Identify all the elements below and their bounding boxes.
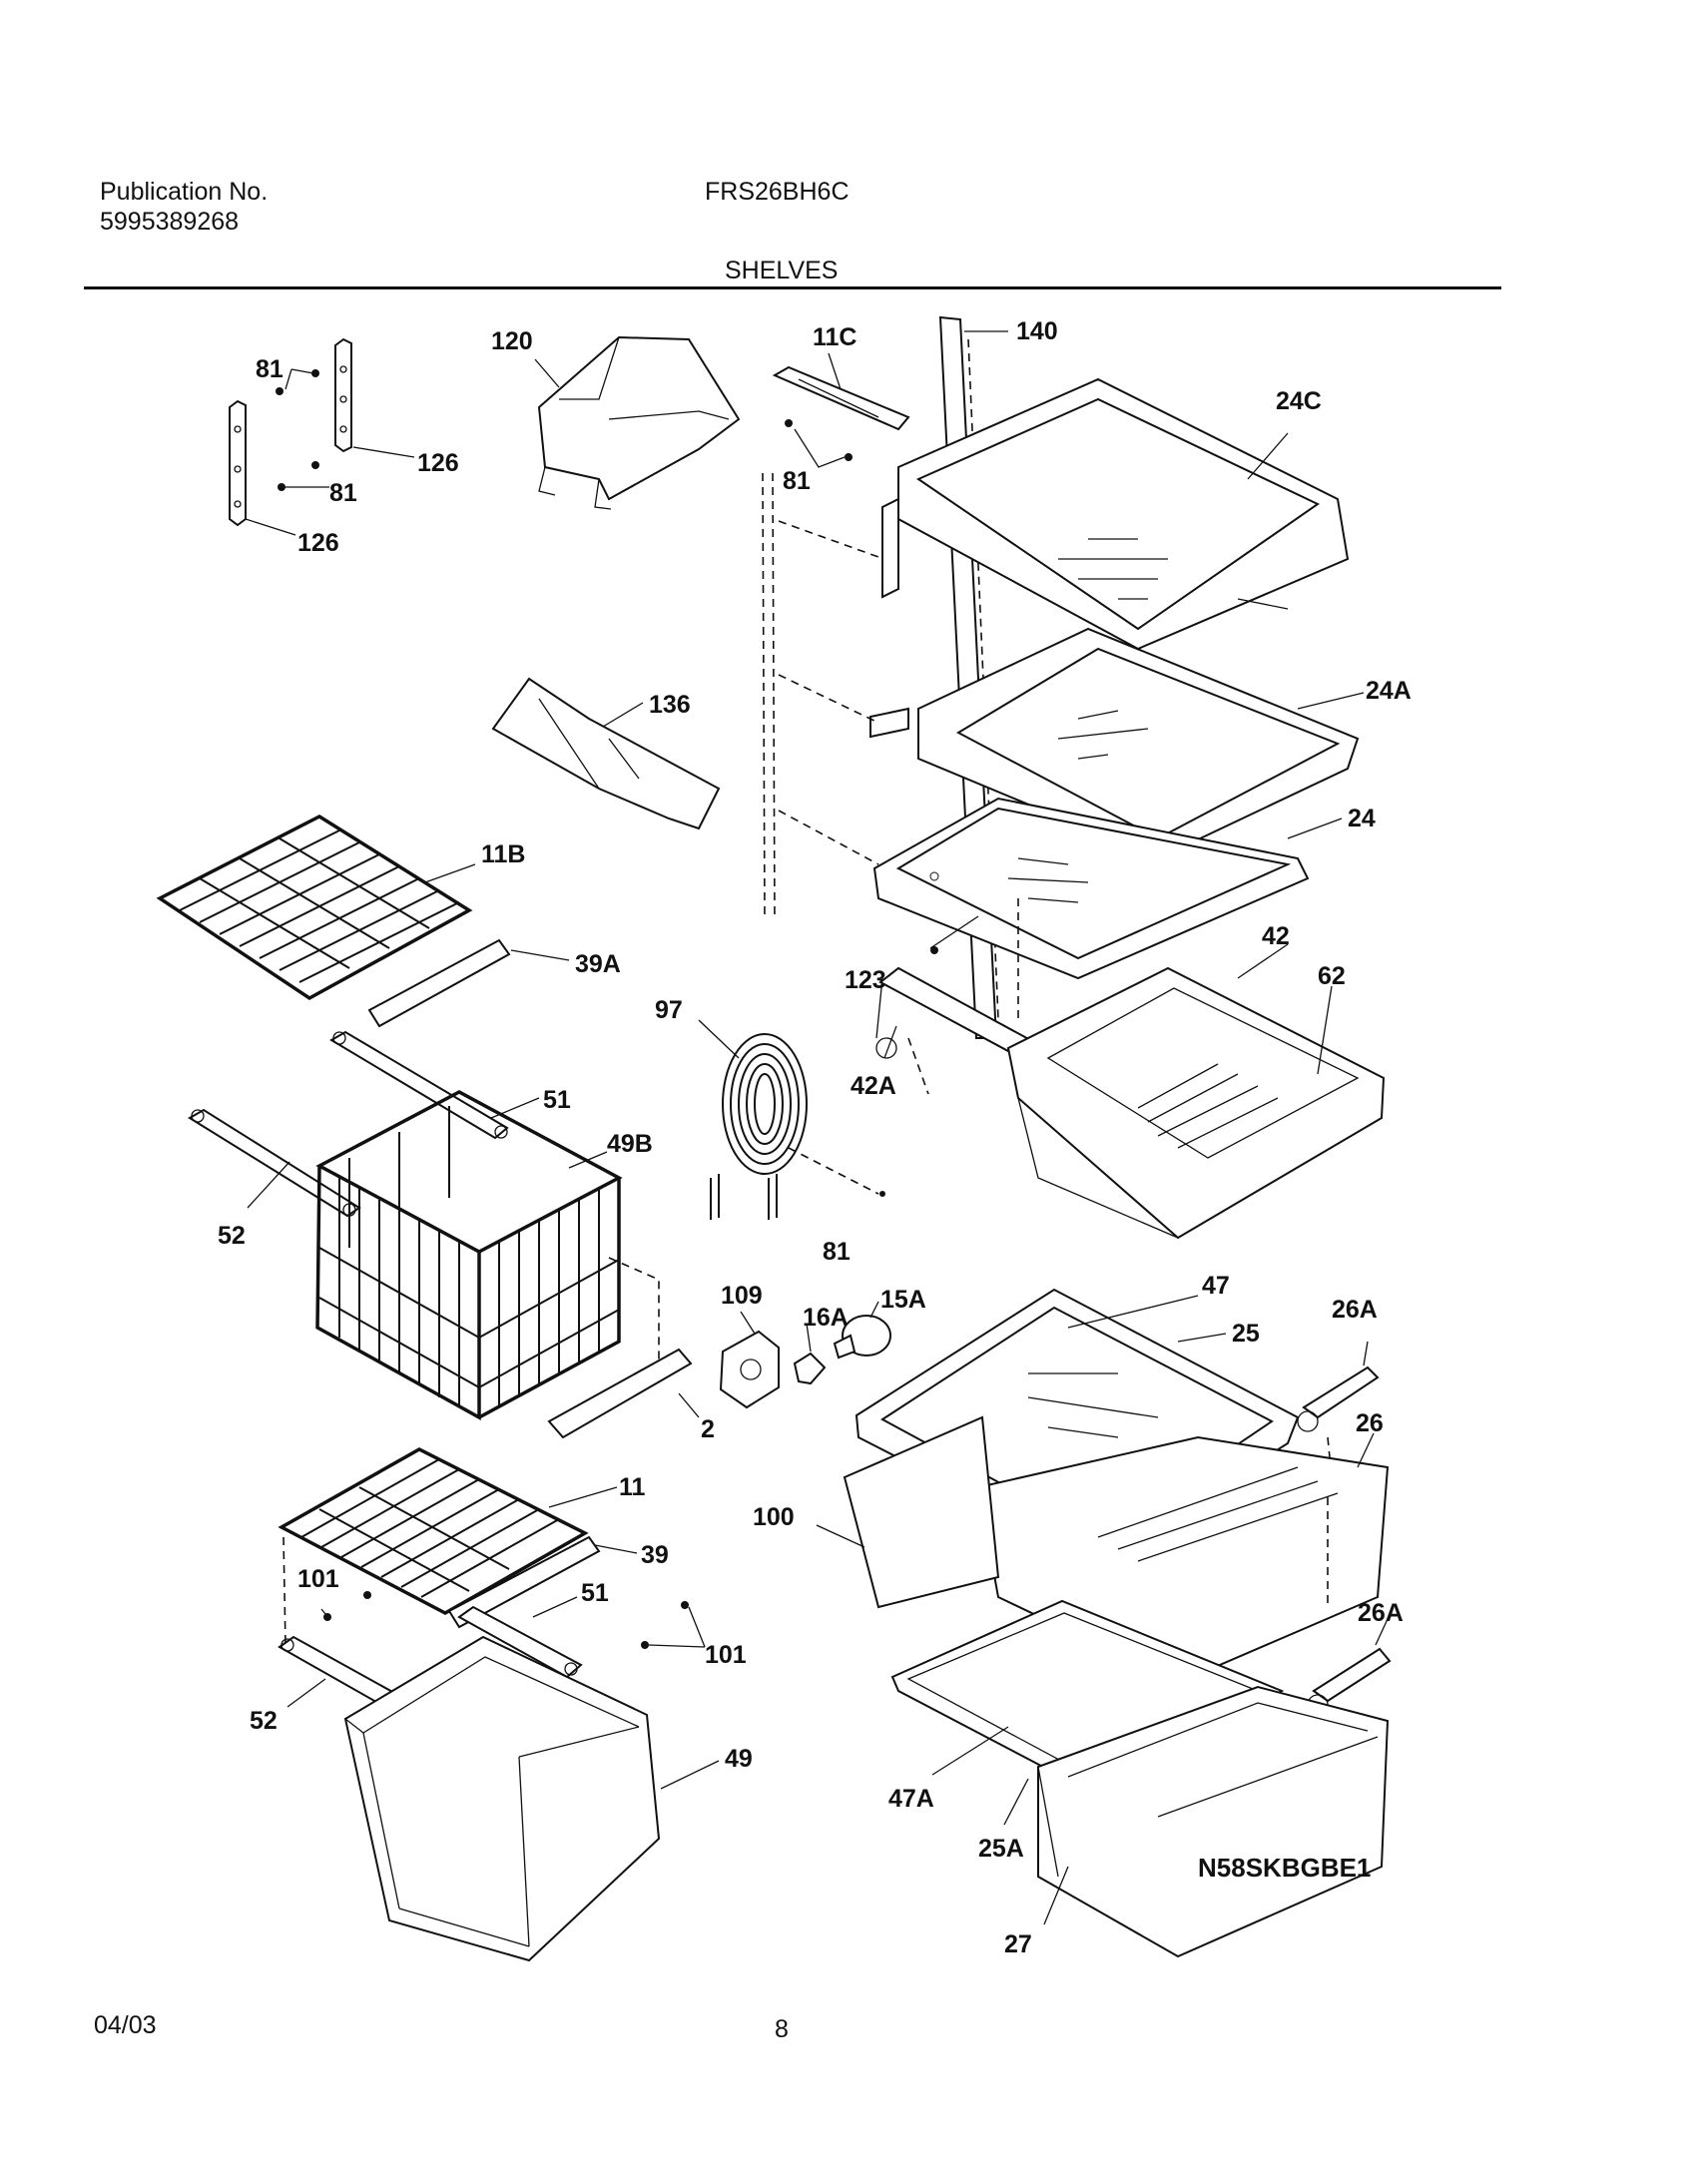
egg-tray-136 (491, 677, 721, 830)
callout-136: 136 (649, 691, 691, 719)
callout-39: 39 (641, 1541, 669, 1569)
light-housing-109 (719, 1330, 780, 1409)
callout-39A: 39A (575, 950, 621, 978)
callout-16A: 16A (803, 1304, 849, 1332)
wire-shelf-11 (278, 1447, 589, 1615)
callout-52: 52 (250, 1707, 278, 1735)
callout-47: 47 (1202, 1272, 1230, 1300)
callout-15A: 15A (880, 1286, 926, 1314)
callout-26A: 26A (1332, 1296, 1378, 1324)
callout-11: 11 (619, 1473, 646, 1501)
callout-51: 51 (543, 1086, 571, 1114)
callout-140: 140 (1016, 317, 1058, 345)
callout-24C: 24C (1276, 387, 1322, 415)
footer-date: 04/03 (94, 2011, 157, 2039)
callout-81: 81 (256, 355, 284, 383)
wire-shelf-11B (156, 814, 473, 1001)
publication-number: 5995389268 (100, 208, 240, 236)
basket-rail-51 (329, 1030, 509, 1140)
meat-pan-62 (1006, 966, 1386, 1240)
section-title: SHELVES (725, 257, 839, 284)
callout-49: 49 (725, 1745, 753, 1773)
model-number: FRS26BH6C (705, 178, 850, 206)
callout-24A: 24A (1366, 677, 1412, 705)
callout-26A: 26A (1358, 1599, 1404, 1627)
shelf-cover-11C (772, 352, 910, 468)
callout-81: 81 (783, 467, 811, 495)
callout-120: 120 (491, 327, 533, 355)
heater-coil-97 (710, 1033, 885, 1220)
shelf-trim-39A (367, 938, 511, 1028)
light-bulb-15A (833, 1315, 891, 1360)
wire-basket-49B (315, 1090, 623, 1420)
callout-52: 52 (218, 1222, 246, 1250)
light-socket-16A (793, 1352, 827, 1385)
shelf-bracket-126-group (229, 337, 415, 536)
callout-81: 81 (329, 479, 357, 507)
callout-49B: 49B (607, 1130, 653, 1158)
callout-62: 62 (1318, 962, 1346, 990)
basket-rail-52 (188, 1108, 361, 1218)
shelf-trim-39 (447, 1535, 601, 1629)
basket-trim-2 (547, 1348, 693, 1439)
callout-25: 25 (1232, 1320, 1260, 1348)
callout-11C: 11C (813, 323, 856, 351)
callout-101: 101 (705, 1641, 747, 1669)
callout-81: 81 (823, 1238, 851, 1266)
callout-100: 100 (753, 1503, 795, 1531)
door-bin-120 (537, 335, 741, 510)
header-rule (84, 286, 1501, 289)
callout-51: 51 (581, 1579, 609, 1607)
callout-26: 26 (1356, 1409, 1384, 1437)
diagram-code: N58SKBGBE1 (1198, 1853, 1372, 1883)
freezer-bin-49 (343, 1635, 661, 1962)
glass-shelf-24C (881, 377, 1350, 651)
callout-42A: 42A (851, 1072, 896, 1100)
callout-109: 109 (721, 1282, 763, 1310)
page-number: 8 (775, 2015, 789, 2043)
callout-24: 24 (1348, 805, 1376, 832)
basket-rail-51-lower (457, 1605, 583, 1679)
glass-shelf-24 (872, 797, 1310, 980)
divider-panel-100 (843, 1415, 1000, 1609)
callout-11B: 11B (481, 840, 525, 868)
pan-support-26A (1297, 1365, 1380, 1432)
callout-47A: 47A (888, 1785, 934, 1813)
callout-97: 97 (655, 996, 683, 1024)
callout-123: 123 (845, 966, 886, 994)
callout-42: 42 (1262, 922, 1290, 950)
publication-label: Publication No. (100, 178, 269, 206)
callout-2: 2 (701, 1415, 715, 1443)
callout-101: 101 (297, 1565, 339, 1593)
glass-shelf-24A (869, 627, 1360, 860)
callout-27: 27 (1004, 1930, 1032, 1958)
crisper-pan-27 (1037, 1685, 1390, 1958)
callout-126: 126 (417, 449, 459, 477)
callout-25A: 25A (978, 1835, 1024, 1863)
callout-126: 126 (297, 529, 339, 557)
